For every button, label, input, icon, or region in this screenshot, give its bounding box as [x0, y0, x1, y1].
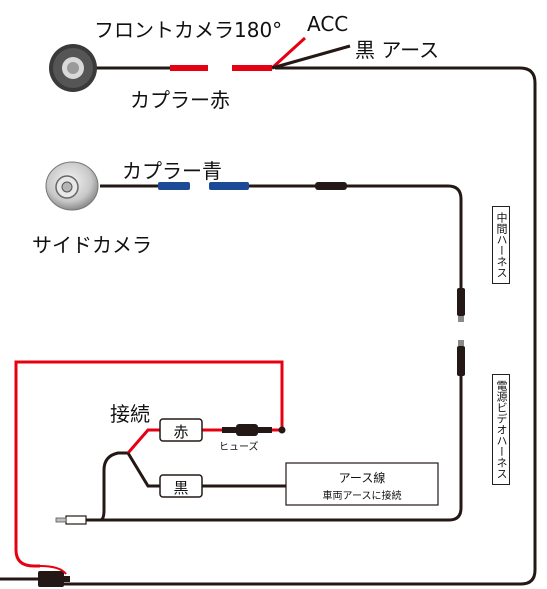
red-coupler-left — [170, 65, 208, 71]
fuse-icon — [222, 424, 272, 436]
ground-wire-box — [285, 462, 439, 506]
side-camera-label: サイドカメラ — [32, 233, 152, 257]
middle-harness-plug — [457, 288, 465, 316]
connection-dot — [278, 426, 286, 434]
coupler-blue-label: カプラー青 — [122, 159, 222, 183]
red-label: 赤 — [173, 423, 189, 441]
power-video-harness-label: 電源ビデオハーネス — [492, 374, 510, 485]
branch-red-lead — [126, 428, 160, 454]
front-camera-label: フロントカメラ180° — [94, 18, 283, 42]
middle-harness-label: 中間ハーネス — [492, 206, 510, 284]
black-label-box — [159, 474, 203, 498]
acc-red-wire — [270, 36, 307, 70]
coupler-red-label: カプラー赤 — [130, 88, 230, 112]
ground-black-wire — [271, 44, 351, 70]
power-video-cable — [85, 376, 463, 522]
red-coupler-right — [232, 65, 272, 71]
rca-plug-icon — [55, 515, 87, 525]
inline-connector — [315, 182, 347, 190]
ground-wire-note: 車両アースに接続 — [322, 491, 402, 502]
branch-cable — [99, 451, 128, 522]
power-harness-plug — [457, 346, 465, 376]
power-connector-icon — [38, 571, 70, 587]
connection-label: 接続 — [110, 402, 150, 426]
acc-label: ACC — [307, 12, 349, 36]
blue-coupler-right — [209, 182, 249, 190]
blue-coupler-left — [158, 182, 190, 190]
red-to-connector-wire — [39, 565, 67, 575]
ground-black-label: 黒 アース — [355, 38, 440, 62]
fuse-label: ヒューズ — [219, 442, 259, 453]
middle-cable-2 — [347, 184, 463, 288]
power-harness-tip — [458, 340, 464, 346]
front-camera-icon — [49, 44, 97, 92]
black-label: 黒 — [173, 479, 189, 497]
side-camera-icon — [45, 161, 99, 211]
red-label-box — [159, 418, 203, 442]
ground-wire-title: アース線 — [338, 471, 386, 485]
branch-black-lead — [126, 452, 160, 488]
middle-harness-tip — [458, 316, 464, 322]
main-cable — [60, 66, 537, 586]
fuse-to-loop-wire — [14, 360, 284, 568]
